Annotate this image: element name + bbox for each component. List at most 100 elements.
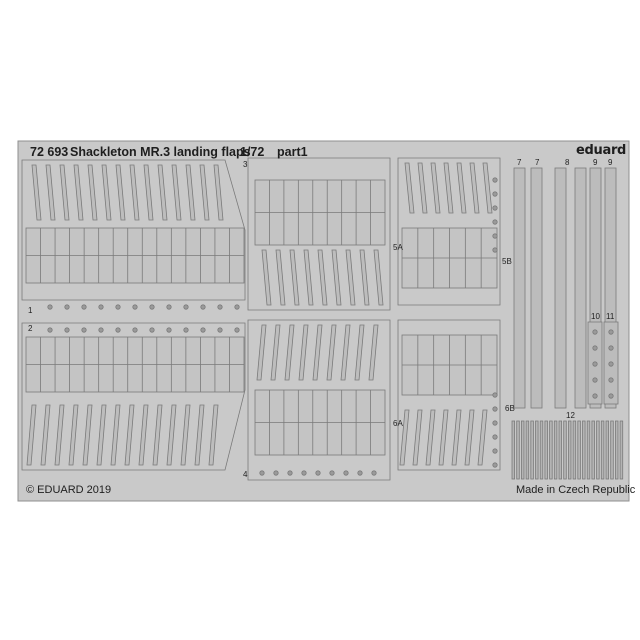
flap-outline — [247, 319, 391, 481]
hinge-hole — [98, 304, 104, 310]
hinge-hole — [608, 361, 614, 367]
hinge-hole — [217, 327, 223, 333]
hinge-hole — [301, 470, 307, 476]
flap-rib — [110, 404, 121, 466]
flap-rib — [312, 324, 323, 381]
hinge-hole — [183, 327, 189, 333]
comb-tooth — [577, 420, 581, 480]
hinge-hole — [592, 361, 598, 367]
hinge-hole — [200, 327, 206, 333]
hinge-hole — [200, 304, 206, 310]
flap-rib — [326, 324, 337, 381]
flap-rib — [73, 164, 84, 221]
part-number-label: 9 — [593, 158, 598, 167]
flap-rib — [152, 404, 163, 466]
flap-rib — [443, 162, 454, 214]
comb-tooth — [600, 420, 605, 480]
flap-rib — [303, 249, 314, 306]
flap-rib — [438, 409, 449, 466]
hinge-hole — [64, 327, 70, 333]
hinge-hole — [81, 327, 87, 333]
hinge-hole — [115, 327, 121, 333]
hinge-hole — [492, 392, 498, 398]
hinge-hole — [98, 327, 104, 333]
part-number-label: 4 — [243, 470, 248, 479]
hinge-hole — [592, 377, 598, 383]
scale-label: 1/72 — [240, 145, 265, 159]
flap-outline — [21, 322, 246, 471]
flap-rib — [185, 164, 196, 221]
flap-rib — [456, 162, 467, 214]
hinge-hole — [47, 304, 53, 310]
comb-tooth — [558, 420, 562, 480]
comb-tooth — [553, 420, 558, 480]
flap-rib — [166, 404, 177, 466]
flap-outline — [397, 157, 501, 306]
hinge-hole — [115, 304, 121, 310]
hinge-hole — [149, 327, 155, 333]
flap-rib — [261, 249, 272, 306]
flap-rib — [115, 164, 126, 221]
flap-rib — [417, 162, 428, 214]
flap-rib — [26, 404, 37, 466]
part-number-label: 7 — [517, 158, 522, 167]
hinge-hole — [371, 470, 377, 476]
part-number-label: 11 — [606, 312, 615, 321]
hinge-hole — [592, 345, 598, 351]
strip-part — [604, 167, 617, 409]
hinge-hole — [608, 345, 614, 351]
flap-rib — [469, 162, 480, 214]
part-number-label: 5A — [393, 243, 403, 252]
hinge-hole — [492, 462, 498, 468]
comb-tooth — [615, 420, 619, 480]
comb-tooth — [619, 420, 624, 480]
hinge-hole — [608, 377, 614, 383]
part-number-label: 9 — [608, 158, 613, 167]
hinge-hole — [343, 470, 349, 476]
set-number: 72 693 — [30, 145, 69, 159]
flap-rib — [482, 162, 493, 214]
flap-rib — [373, 249, 384, 306]
comb-tooth — [596, 420, 600, 480]
comb-tooth — [535, 420, 539, 480]
part-label: part1 — [277, 145, 308, 159]
part-number-label: 1 — [28, 306, 33, 315]
flap-rib — [331, 249, 342, 306]
hinge-hole — [492, 247, 498, 253]
hinge-hole — [132, 304, 138, 310]
hinge-hole — [234, 304, 240, 310]
hinge-hole — [492, 219, 498, 225]
flap-rib — [213, 164, 224, 221]
hinge-hole — [492, 434, 498, 440]
comb-tooth — [610, 420, 614, 480]
flap-rib — [275, 249, 286, 306]
strip-part — [530, 167, 543, 409]
flap-rib — [82, 404, 93, 466]
flap-rib — [270, 324, 281, 381]
comb-tooth — [591, 420, 595, 480]
flap-rib — [143, 164, 154, 221]
comb-tooth — [530, 420, 534, 480]
flap-rib — [477, 409, 488, 466]
flap-rib — [425, 409, 436, 466]
flap-rib — [40, 404, 51, 466]
hinge-hole — [132, 327, 138, 333]
flap-rib — [340, 324, 351, 381]
hinge-hole — [492, 233, 498, 239]
strip-part — [589, 167, 602, 409]
part-number-label: 5B — [502, 257, 512, 266]
hinge-hole — [166, 304, 172, 310]
strip-part — [574, 167, 587, 409]
flap-outline — [247, 157, 391, 311]
hinge-hole — [234, 327, 240, 333]
comb-tooth — [544, 420, 548, 480]
hinge-hole — [273, 470, 279, 476]
flap-rib — [199, 164, 210, 221]
flap-rib — [129, 164, 140, 221]
comb-tooth — [563, 420, 567, 480]
flap-rib — [194, 404, 205, 466]
flap-outline — [21, 159, 246, 301]
comb-tooth — [516, 420, 520, 480]
hinge-hole — [357, 470, 363, 476]
comb-tooth — [586, 420, 591, 480]
